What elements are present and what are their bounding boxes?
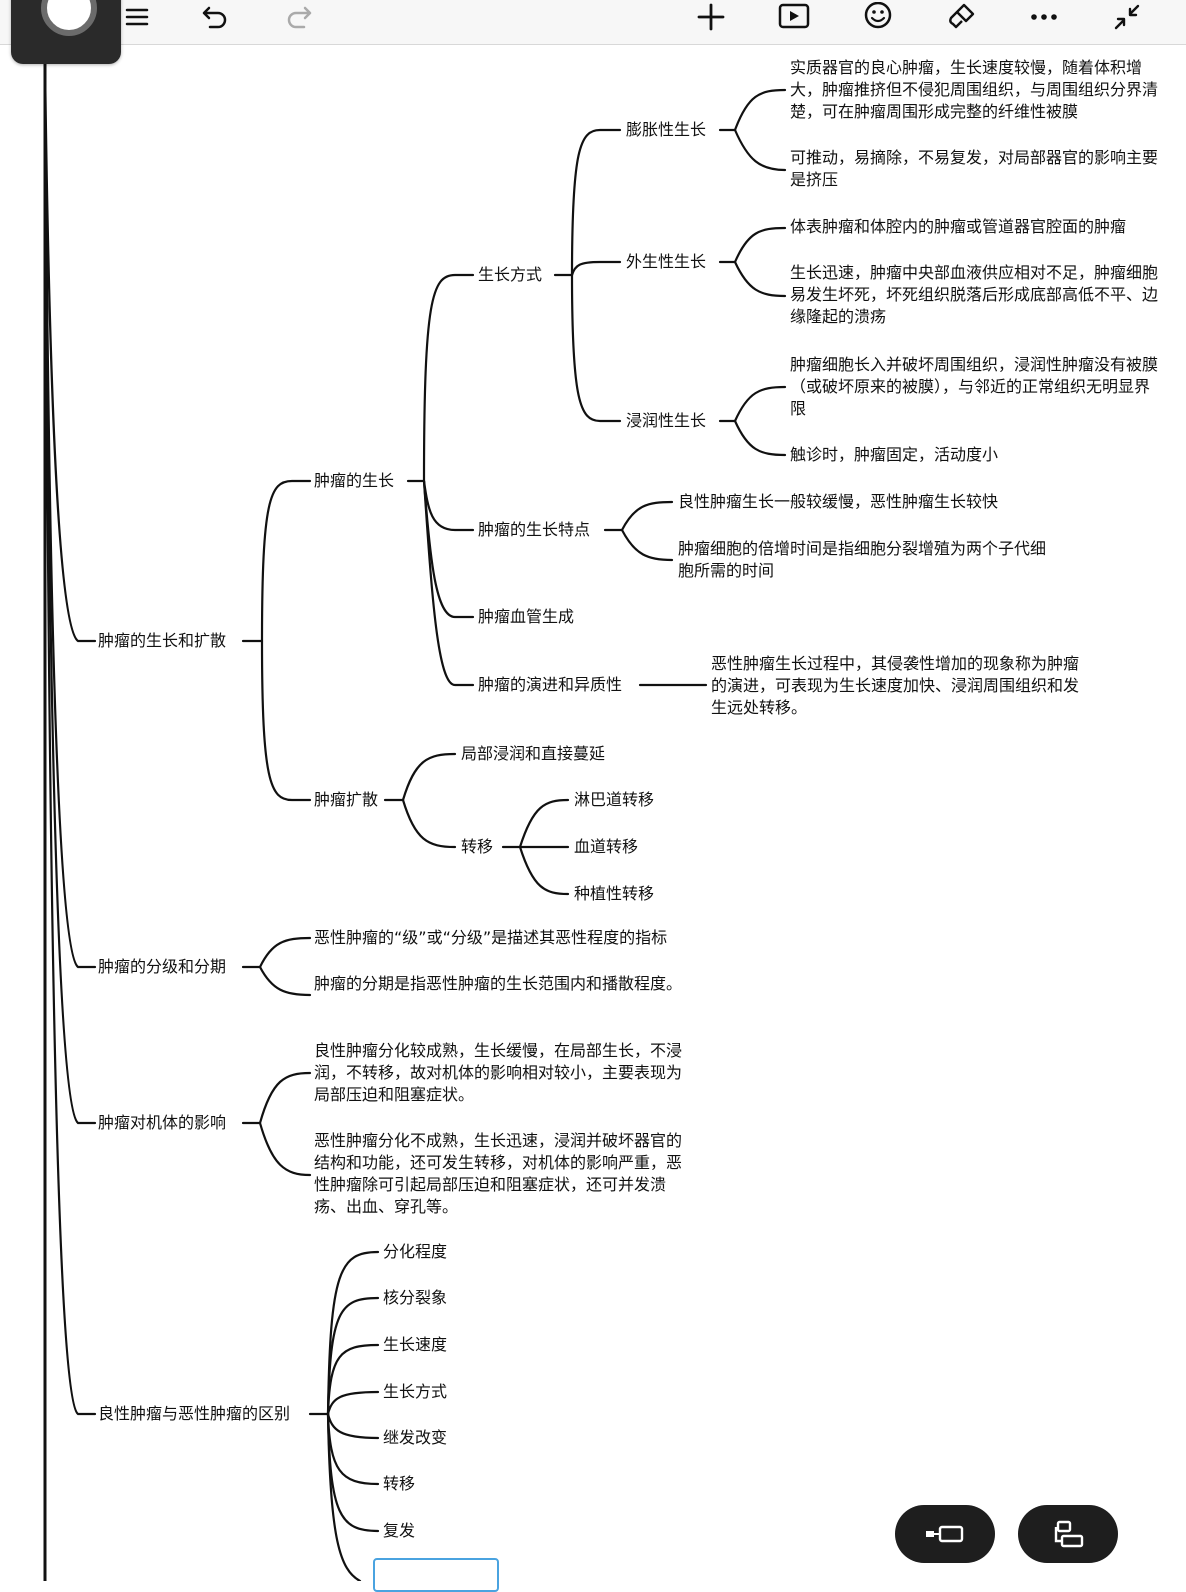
add-sibling-icon <box>926 1525 964 1543</box>
brush-icon[interactable] <box>944 0 978 34</box>
node-lymphatic-metastasis[interactable]: 淋巴道转移 <box>574 790 655 809</box>
add-child-icon <box>1054 1520 1084 1548</box>
node-secondary-changes[interactable]: 继发改变 <box>383 1428 448 1447</box>
redo-icon[interactable] <box>282 0 316 34</box>
branch-growth-and-spread[interactable]: 肿瘤的生长和扩散 <box>98 631 227 650</box>
node-metastasis[interactable]: 转移 <box>461 837 494 856</box>
more-icon[interactable] <box>1027 0 1061 34</box>
node-angiogenesis[interactable]: 肿瘤血管生成 <box>478 607 575 626</box>
node-tumor-growth[interactable]: 肿瘤的生长 <box>314 471 395 490</box>
node-hematogenous-metastasis[interactable]: 血道转移 <box>574 837 639 856</box>
node-growth-feature[interactable]: 肿瘤的生长特点 <box>478 520 591 539</box>
node-recurrence[interactable]: 复发 <box>383 1521 416 1540</box>
node-infiltrative-detail-2[interactable]: 触诊时，肿瘤固定，活动度小 <box>790 445 999 464</box>
node-malignant-effect[interactable]: 恶性肿瘤分化不成熟，生长迅速，浸润并破坏器官的结构和功能，还可发生转移，对机体的… <box>314 1131 683 1216</box>
node-growth-feature-detail-1[interactable]: 良性肿瘤生长一般较缓慢，恶性肿瘤生长较快 <box>678 492 999 511</box>
menu-icon[interactable] <box>120 0 154 34</box>
node-growth-rate[interactable]: 生长速度 <box>383 1335 448 1354</box>
branch-benign-vs-malignant[interactable]: 良性肿瘤与恶性肿瘤的区别 <box>98 1404 291 1423</box>
node-tumor-spread[interactable]: 肿瘤扩散 <box>314 790 379 809</box>
node-staging-detail[interactable]: 肿瘤的分期是指恶性肿瘤的生长范围内和播散程度。 <box>314 974 683 993</box>
node-exophytic-growth[interactable]: 外生性生长 <box>626 252 707 271</box>
add-icon[interactable] <box>694 0 728 34</box>
branch-grading-staging[interactable]: 肿瘤的分级和分期 <box>98 957 227 976</box>
add-child-button[interactable] <box>1018 1505 1118 1563</box>
node-differentiation[interactable]: 分化程度 <box>383 1242 448 1261</box>
node-progression[interactable]: 肿瘤的演进和异质性 <box>478 675 623 694</box>
node-implantation-metastasis[interactable]: 种植性转移 <box>574 884 655 903</box>
node-expansive-detail-1[interactable]: 实质器官的良心肿瘤，生长速度较慢，随着体积增大，肿瘤推挤但不侵犯周围组织，与周围… <box>790 58 1159 121</box>
node-expansive-detail-2[interactable]: 可推动，易摘除，不易复发，对局部器官的影响主要是挤压 <box>790 148 1159 189</box>
app-logo <box>41 0 97 36</box>
play-icon[interactable] <box>777 0 811 34</box>
branch-effect-on-body[interactable]: 肿瘤对机体的影响 <box>98 1113 227 1132</box>
add-sibling-button[interactable] <box>895 1505 995 1563</box>
node-benign-effect[interactable]: 良性肿瘤分化较成熟，生长缓慢，在局部生长，不浸润，不转移，故对机体的影响相对较小… <box>314 1041 683 1104</box>
node-local-invasion[interactable]: 局部浸润和直接蔓延 <box>461 744 606 763</box>
node-progression-detail[interactable]: 恶性肿瘤生长过程中，其侵袭性增加的现象称为肿瘤的演进，可表现为生长速度加快、浸润… <box>711 654 1080 717</box>
top-toolbar <box>0 0 1186 45</box>
node-expansive-growth[interactable]: 膨胀性生长 <box>626 120 707 139</box>
undo-icon[interactable] <box>198 0 232 34</box>
node-growth-feature-detail-2[interactable]: 肿瘤细胞的倍增时间是指细胞分裂增殖为两个子代细胞所需的时间 <box>678 539 1047 580</box>
node-exophytic-detail-2[interactable]: 生长迅速，肿瘤中央部血液供应相对不足，肿瘤细胞易发生坏死，坏死组织脱落后形成底部… <box>790 263 1159 326</box>
node-infiltrative-detail-1[interactable]: 肿瘤细胞长入并破坏周围组织，浸润性肿瘤没有被膜（或破坏原来的被膜），与邻近的正常… <box>790 355 1159 418</box>
node-metastasis-compare[interactable]: 转移 <box>383 1474 416 1493</box>
collapse-icon[interactable] <box>1110 0 1144 34</box>
selected-node-placeholder[interactable] <box>373 1558 499 1592</box>
node-exophytic-detail-1[interactable]: 体表肿瘤和体腔内的肿瘤或管道器官腔面的肿瘤 <box>790 217 1127 236</box>
node-infiltrative-growth[interactable]: 浸润性生长 <box>626 411 707 430</box>
node-growth-mode[interactable]: 生长方式 <box>478 265 543 284</box>
emoji-icon[interactable] <box>861 0 895 34</box>
node-grading-detail[interactable]: 恶性肿瘤的“级”或“分级”是描述其恶性程度的指标 <box>314 928 668 947</box>
node-growth-pattern[interactable]: 生长方式 <box>383 1382 448 1401</box>
node-mitotic-figures[interactable]: 核分裂象 <box>383 1288 448 1307</box>
app-switcher-button[interactable] <box>11 0 121 64</box>
